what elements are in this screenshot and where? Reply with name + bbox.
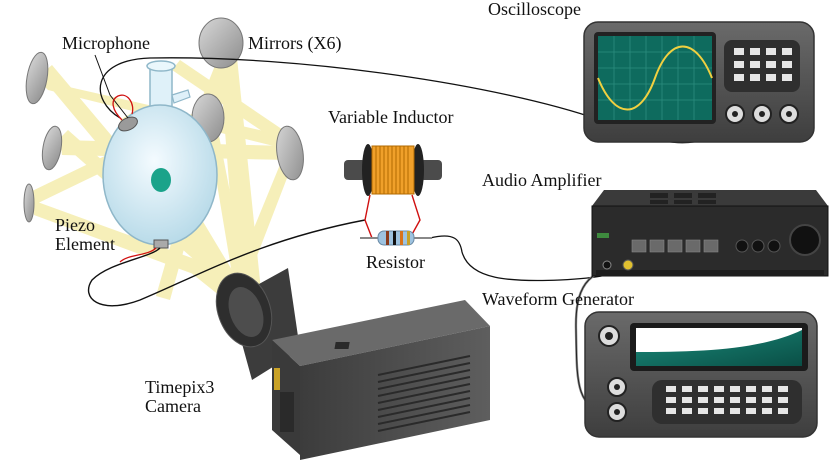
piezo-label-line1: Piezo <box>55 215 95 235</box>
scope-ports <box>725 104 799 124</box>
generator-keys <box>666 386 788 414</box>
coil-windings <box>375 146 409 194</box>
mirrors-label: Mirrors (X6) <box>248 33 342 53</box>
piezo-element-label: Piezo Element <box>55 216 115 254</box>
mirror <box>23 183 35 223</box>
inductor-core-right <box>420 160 442 180</box>
variable-inductor-label: Variable Inductor <box>328 107 454 127</box>
amp-volume-knob <box>789 224 821 256</box>
waveform-generator-label: Waveform Generator <box>482 289 634 309</box>
timepix3-camera <box>215 268 490 460</box>
scope-sine-trace <box>597 45 713 111</box>
microphone-body <box>118 116 138 132</box>
amp-power-led <box>597 233 609 238</box>
bubble <box>151 168 171 192</box>
audio-amplifier <box>591 190 829 277</box>
variable-inductor <box>344 144 442 196</box>
oscilloscope-label: Oscilloscope <box>488 0 581 19</box>
inductor-left-wire <box>364 194 373 239</box>
flask-rim <box>146 60 176 72</box>
amp-vents <box>650 193 716 204</box>
microphone-label: Microphone <box>62 33 150 53</box>
mirror <box>25 51 49 105</box>
piezo-red-wire <box>119 247 157 263</box>
beam <box>32 200 258 295</box>
resistor <box>360 230 432 246</box>
amp-knobs <box>735 239 781 253</box>
camera-side-panel <box>280 392 294 432</box>
resistor-label: Resistor <box>366 252 426 272</box>
scope-grid <box>598 36 712 120</box>
mirror <box>198 17 244 69</box>
inductor-flange-left <box>362 144 374 196</box>
flask <box>102 60 218 246</box>
amp-output-jack <box>622 259 634 271</box>
inductor-core-left <box>344 160 366 180</box>
amp-input-jack <box>602 260 612 270</box>
oscilloscope <box>583 21 815 143</box>
camera-label-line1: Timepix3 <box>145 377 215 397</box>
camera-body-top <box>272 300 490 366</box>
camera-vents <box>377 355 471 432</box>
camera-top-port <box>334 342 350 349</box>
waveform-generator <box>584 311 818 438</box>
amp-bottom-strip <box>596 270 824 276</box>
beam <box>172 60 292 146</box>
mirror <box>276 125 304 181</box>
piezo-element <box>153 239 169 249</box>
beam <box>206 110 250 298</box>
piezo-label-line2: Element <box>55 233 115 254</box>
piezo-wire <box>87 219 366 307</box>
flask-side-arm <box>171 89 191 104</box>
mic-red-wire <box>112 94 134 121</box>
audio-amplifier-label: Audio Amplifier <box>482 170 602 190</box>
generator-screen-wave <box>636 330 802 366</box>
camera-connector <box>274 368 280 390</box>
scope-keys <box>734 48 792 81</box>
inductor-flange-right <box>412 144 424 196</box>
amp-sliders <box>631 239 719 253</box>
piezo-disc <box>153 239 169 249</box>
camera-label: Timepix3 Camera <box>145 378 214 416</box>
mirror <box>41 125 63 171</box>
camera-label-line2: Camera <box>145 395 201 416</box>
microphone-leader <box>94 54 129 119</box>
microphone <box>94 54 138 132</box>
inductor-right-wire <box>409 194 421 239</box>
camera-lens-glass <box>228 286 264 338</box>
inductor-coil <box>371 145 415 195</box>
